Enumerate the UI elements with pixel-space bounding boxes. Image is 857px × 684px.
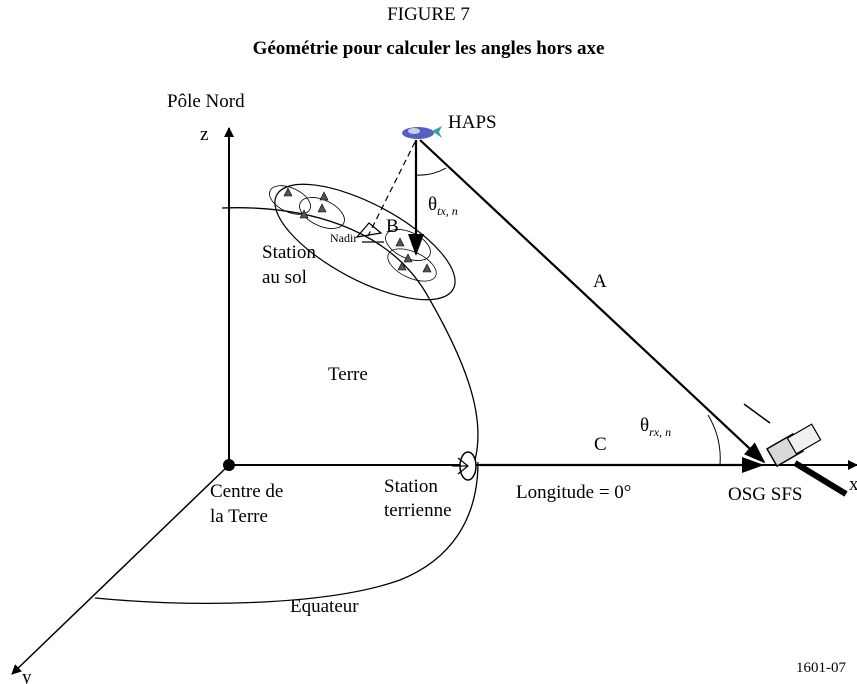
y-axis [11,464,230,675]
earth-station-dish-icon [452,451,477,481]
osg-label: OSG SFS [728,484,802,505]
theta-rx-label: θrx, n [640,415,671,439]
line-a [419,139,766,464]
figure-number: FIGURE 7 [387,4,470,25]
figure-reference: 1601-07 [796,660,846,676]
y-axis-label: y [22,667,32,684]
earth-label: Terre [328,364,368,385]
earth-center-dot [223,459,235,471]
haps-icon [402,126,442,139]
equator-label: Equateur [290,596,359,617]
theta-tx-label: θtx, n [428,194,458,218]
line-b-label: B [386,216,399,237]
earth-center-label-1: Centre de [210,481,283,502]
x-axis-label: x [849,474,857,495]
equator-curve [94,461,479,604]
theta-tx-arc [415,167,447,176]
earth-station-label-2: terrienne [384,500,452,521]
longitude-label: Longitude = 0° [516,482,631,503]
z-axis-label: z [200,124,208,145]
ground-station-label-2: au sol [262,267,307,288]
line-a-label: A [593,271,607,292]
satellite-icon [743,403,848,497]
theta-rx-arc [707,414,721,466]
earth-station-label-1: Station [384,476,438,497]
ground-station-label-1: Station [262,242,316,263]
earth-center-label-2: la Terre [210,506,268,527]
earth-meridian-curve [221,207,479,461]
line-c-label: C [594,434,607,455]
line-b [367,141,416,237]
haps-label: HAPS [448,112,497,133]
nadir-label: Nadir [330,231,357,245]
figure-title: Géométrie pour calculer les angles hors … [252,38,605,59]
pole-nord-label: Pôle Nord [167,91,245,112]
